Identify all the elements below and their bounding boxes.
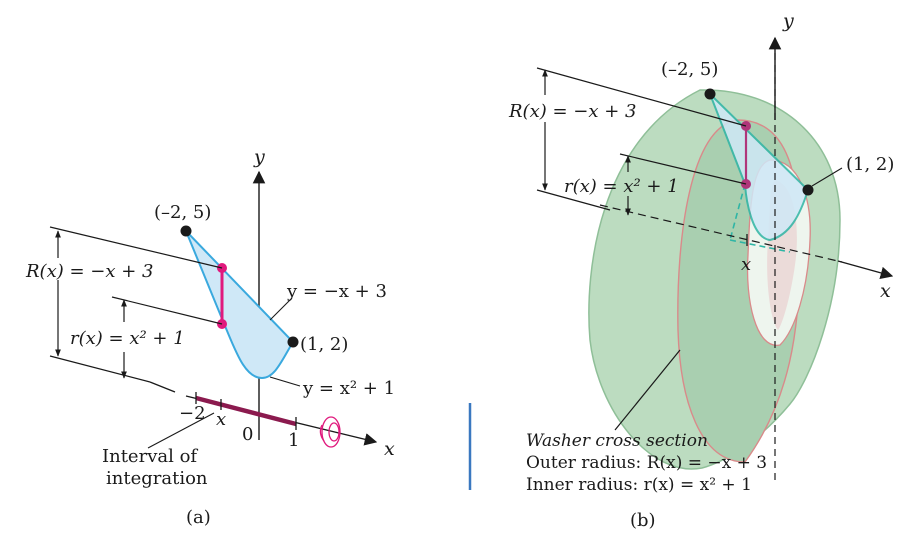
b-y-label: y <box>782 10 794 32</box>
b-outer-caption: Outer radius: R(x) = −x + 3 <box>526 453 767 473</box>
a-point-top-label: (–2, 5) <box>154 202 211 223</box>
b-guide-bottom <box>536 189 611 211</box>
b-guide-top <box>536 67 747 127</box>
a-curve-label: y = x² + 1 <box>302 378 395 399</box>
b-point-right <box>802 184 814 196</box>
b-region-bottom-edge <box>729 239 791 253</box>
b-x-label: x <box>880 280 891 302</box>
b-point-top-label: (–2, 5) <box>661 59 718 80</box>
a-line-leader <box>269 297 293 321</box>
a-inner-radius-label: r(x) = x² + 1 <box>70 328 185 349</box>
rotation-symbol-icon <box>319 416 341 448</box>
a-x-axis-left <box>149 381 176 393</box>
b-outer-radius-label: R(x) = −x + 3 <box>508 101 637 122</box>
b-guide-mid <box>619 153 747 185</box>
a-x-label: x <box>384 438 395 460</box>
a-interval-leader <box>147 412 215 449</box>
b-tick-x-label: x <box>741 254 751 275</box>
a-tick-0-label: 0 <box>242 424 253 445</box>
b-point-right-label: (1, 2) <box>846 154 894 175</box>
b-washer-title: Washer cross section <box>526 431 708 451</box>
a-guide-top <box>49 226 223 269</box>
panel-b: y x x (–2, 5) (1, 2) R(x) = −x + 3 r(x) … <box>508 10 894 531</box>
a-point-top <box>180 225 192 237</box>
a-guide-bottom <box>49 355 151 383</box>
b-washer-leader <box>614 349 681 431</box>
a-y-label: y <box>253 146 265 168</box>
a-guide-mid <box>111 296 223 325</box>
b-inner-caption: Inner radius: r(x) = x² + 1 <box>526 475 752 495</box>
b-caption: (b) <box>630 510 656 531</box>
b-point-top <box>704 88 716 100</box>
a-caption: (a) <box>186 507 211 528</box>
a-line-label: y = −x + 3 <box>286 281 387 302</box>
interval-of-integration <box>195 395 297 427</box>
b-region <box>709 93 810 242</box>
a-curve-leader <box>269 376 301 387</box>
a-interval-line2: integration <box>106 468 208 489</box>
b-x-axis-end <box>837 260 894 280</box>
panel-a: y x −2 x 0 1 (–2, 5) (1, 2) <box>25 146 395 528</box>
a-interval-line1: Interval of <box>102 446 198 467</box>
a-point-right <box>287 336 299 348</box>
a-tick-neg2-label: −2 <box>179 403 206 424</box>
a-tick-1-label: 1 <box>288 430 299 451</box>
b-inner-radius-label: r(x) = x² + 1 <box>564 176 679 197</box>
a-tick-x-label: x <box>216 409 226 430</box>
b-x-axis <box>599 204 843 263</box>
region-a <box>185 230 295 380</box>
a-outer-radius-label: R(x) = −x + 3 <box>25 261 154 282</box>
b-point-right-leader <box>811 167 843 187</box>
a-point-right-label: (1, 2) <box>300 334 348 355</box>
